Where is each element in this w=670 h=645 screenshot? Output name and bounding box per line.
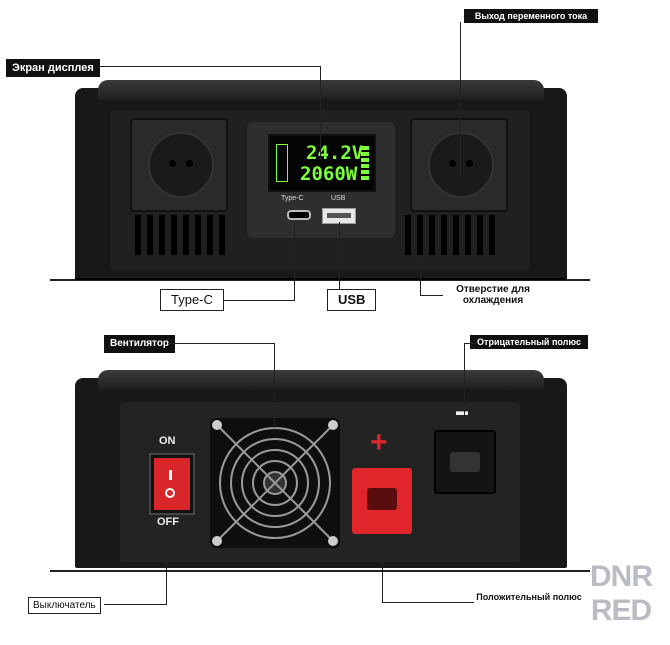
lcd-voltage: 24.2V (306, 142, 364, 164)
callout-line-switch-v (166, 560, 167, 604)
label-cooling: Отверстие для охлаждения (443, 284, 543, 306)
label-switch: Выключатель (28, 597, 101, 614)
inverter-top-chamfer-rear (98, 370, 544, 390)
load-level-bars (361, 146, 369, 180)
callout-line-fan-h (168, 343, 274, 344)
label-positive-text: Положительный полюс (476, 592, 582, 602)
label-fan: Вентилятор (104, 335, 176, 353)
callout-line-display-v (320, 66, 321, 160)
callout-line-positive-h (382, 602, 474, 603)
cooling-fan (210, 418, 340, 548)
callout-line-negative-h (464, 343, 474, 344)
floor-line-top (50, 279, 590, 281)
switch-on-label: ON (159, 435, 176, 447)
lcd-screen: 24.2V 2060W (268, 134, 376, 192)
callout-line-negative-v (464, 343, 465, 415)
callout-line-fan-v (274, 343, 275, 428)
usb-port-caption: USB (331, 195, 346, 202)
cooling-vents-left (135, 215, 235, 255)
switch-off-label: OFF (157, 516, 179, 528)
negative-terminal-symbol: ▬ (456, 404, 468, 418)
cooling-vents-right (405, 215, 505, 255)
callout-line-usb (339, 222, 340, 290)
label-negative: Отрицательный полюс (470, 335, 588, 349)
ac-socket-left (130, 118, 228, 212)
watermark-logo: DNR RED (581, 560, 661, 636)
label-ac-output: Выход переменного тока (464, 9, 598, 23)
callout-line-display (100, 66, 320, 67)
watermark-line-2: RED (590, 594, 652, 627)
positive-terminal-symbol: + (370, 426, 388, 459)
battery-level-icon (276, 144, 288, 182)
label-display-screen: Экран дисплея (6, 59, 100, 77)
callout-line-ac-output (460, 22, 461, 177)
type-c-port-caption: Type-C (281, 195, 304, 202)
label-cooling-text: Отверстие для охлаждения (456, 284, 530, 306)
callout-line-typec-v (294, 222, 295, 300)
negative-terminal[interactable] (434, 430, 496, 494)
callout-line-cooling-h (420, 295, 445, 296)
floor-line-bottom (50, 570, 590, 572)
type-c-port[interactable] (287, 210, 311, 220)
label-positive: Положительный полюс (474, 592, 584, 602)
label-ac-output-text: Выход переменного тока (474, 11, 588, 21)
callout-line-cooling-v (420, 255, 421, 295)
fan-grille-icon (212, 420, 338, 546)
power-switch[interactable] (151, 455, 193, 513)
label-usb: USB (327, 289, 377, 311)
callout-line-typec-h (216, 300, 295, 301)
watermark-line-1: DNR (590, 560, 653, 593)
positive-terminal[interactable] (352, 468, 412, 534)
inverter-top-chamfer (98, 80, 544, 100)
label-type-c: Type-C (160, 289, 224, 311)
ac-socket-right (410, 118, 508, 212)
callout-line-positive-v (382, 534, 383, 602)
label-negative-text: Отрицательный полюс (477, 337, 581, 347)
lcd-power: 2060W (300, 163, 358, 185)
callout-line-switch-h (104, 604, 167, 605)
